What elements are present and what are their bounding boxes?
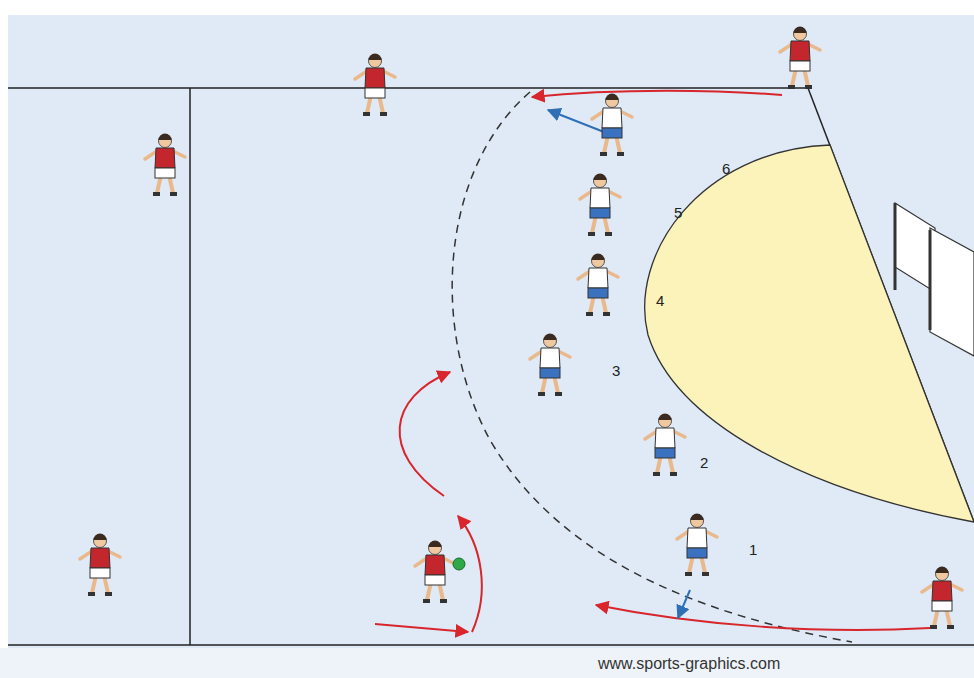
court-line <box>189 88 191 645</box>
callout-number: 1 <box>749 541 757 558</box>
player-figure <box>578 254 618 317</box>
free-throw-line <box>452 92 852 642</box>
run-arrow <box>400 372 450 496</box>
player-figure <box>80 534 120 597</box>
callout-number-holder: 6 <box>722 160 730 178</box>
run-arrow <box>532 91 782 97</box>
callout-number-holder: 4 <box>656 292 664 310</box>
watermark: www.sports-graphics.com <box>598 655 780 672</box>
footer-strip <box>0 648 974 678</box>
defender-arrow <box>548 110 604 132</box>
side-line <box>8 87 810 89</box>
player-figure <box>677 514 717 577</box>
run-arrow <box>458 516 482 632</box>
callout-number-holder: 1 <box>749 541 757 559</box>
players <box>80 26 962 629</box>
player-figure <box>580 174 620 237</box>
player-figure <box>645 414 685 477</box>
callout-number: 2 <box>700 454 708 471</box>
callout-number: 6 <box>722 160 730 177</box>
player-figure <box>415 541 465 604</box>
court-ground <box>8 15 974 648</box>
goal-area <box>645 145 974 522</box>
player-figure <box>530 334 570 397</box>
callout-number: 5 <box>674 204 682 221</box>
run-arrow <box>596 605 930 630</box>
player-figure <box>355 54 395 117</box>
side-line <box>8 644 974 646</box>
player-figure <box>592 94 632 157</box>
goal <box>895 203 974 356</box>
player-figure <box>780 26 820 89</box>
defender-arrow <box>678 590 690 618</box>
callout-number: 4 <box>656 292 664 309</box>
player-figure <box>145 134 185 197</box>
callout-number: 3 <box>612 362 620 379</box>
player-figure <box>922 567 962 630</box>
watermark-holder: www.sports-graphics.com <box>598 655 780 673</box>
callout-number-holder: 3 <box>612 362 620 380</box>
run-arrow <box>375 624 468 632</box>
callout-number-holder: 2 <box>700 454 708 472</box>
callout-number-holder: 5 <box>674 204 682 222</box>
